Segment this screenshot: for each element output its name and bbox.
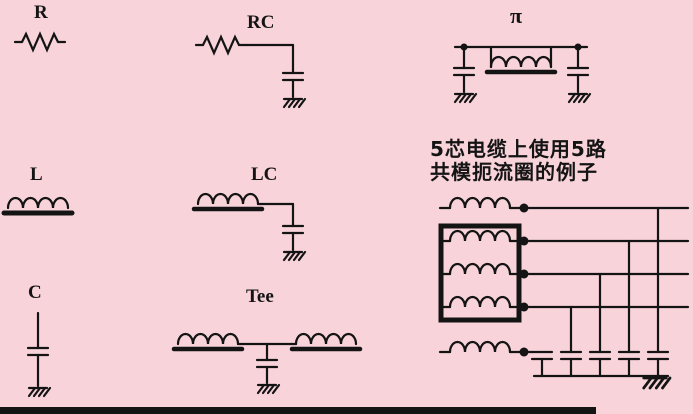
polarity-dot: [519, 236, 529, 246]
circuit-common-mode-choke: [438, 196, 690, 390]
choke-winding-icon: [448, 196, 512, 210]
ground-icon: [642, 376, 672, 390]
label-tee: Tee: [246, 286, 274, 307]
label-lc: LC: [251, 164, 278, 185]
inductor-icon: [6, 196, 70, 210]
ground-icon: [282, 250, 307, 262]
choke-core-rect: [438, 223, 522, 323]
choke-winding-icon: [448, 229, 512, 243]
polarity-dot: [519, 302, 529, 312]
circuit-l: [1, 196, 75, 216]
label-c: C: [28, 282, 42, 303]
choke-caption-line2: 共模扼流圈的例子: [430, 160, 598, 184]
label-pi: π: [510, 3, 523, 28]
circuit-rc: [194, 35, 307, 109]
ground-icon: [256, 383, 281, 395]
choke-caption: 5芯电缆上使用5路 共模扼流圈的例子: [430, 138, 607, 184]
choke-caption-line1: 5芯电缆上使用5路: [430, 137, 607, 161]
circuit-pi: [452, 43, 592, 104]
label-rc: RC: [247, 12, 275, 33]
choke-winding-icon: [448, 340, 512, 354]
resistor-icon: [13, 32, 67, 52]
circuit-r: [13, 32, 67, 52]
polarity-dot: [519, 269, 529, 279]
polarity-dot: [519, 203, 529, 213]
inductor-icon: [176, 332, 240, 346]
label-l: L: [30, 164, 43, 185]
polarity-dot: [519, 347, 529, 357]
inductor-icon: [294, 332, 358, 346]
inductor-icon: [489, 55, 553, 69]
ground-icon: [27, 386, 52, 398]
circuit-tee: [171, 332, 363, 395]
ground-icon: [567, 92, 592, 104]
ground-icon: [282, 97, 307, 109]
inductor-icon: [196, 192, 260, 206]
label-r: R: [34, 2, 48, 23]
circuit-lc: [191, 192, 307, 262]
bottom-border-strip: [0, 407, 596, 414]
ground-icon: [453, 92, 478, 104]
circuit-c: [26, 311, 52, 398]
resistor-icon: [194, 35, 248, 55]
choke-winding-icon: [448, 295, 512, 309]
choke-winding-icon: [448, 262, 512, 276]
